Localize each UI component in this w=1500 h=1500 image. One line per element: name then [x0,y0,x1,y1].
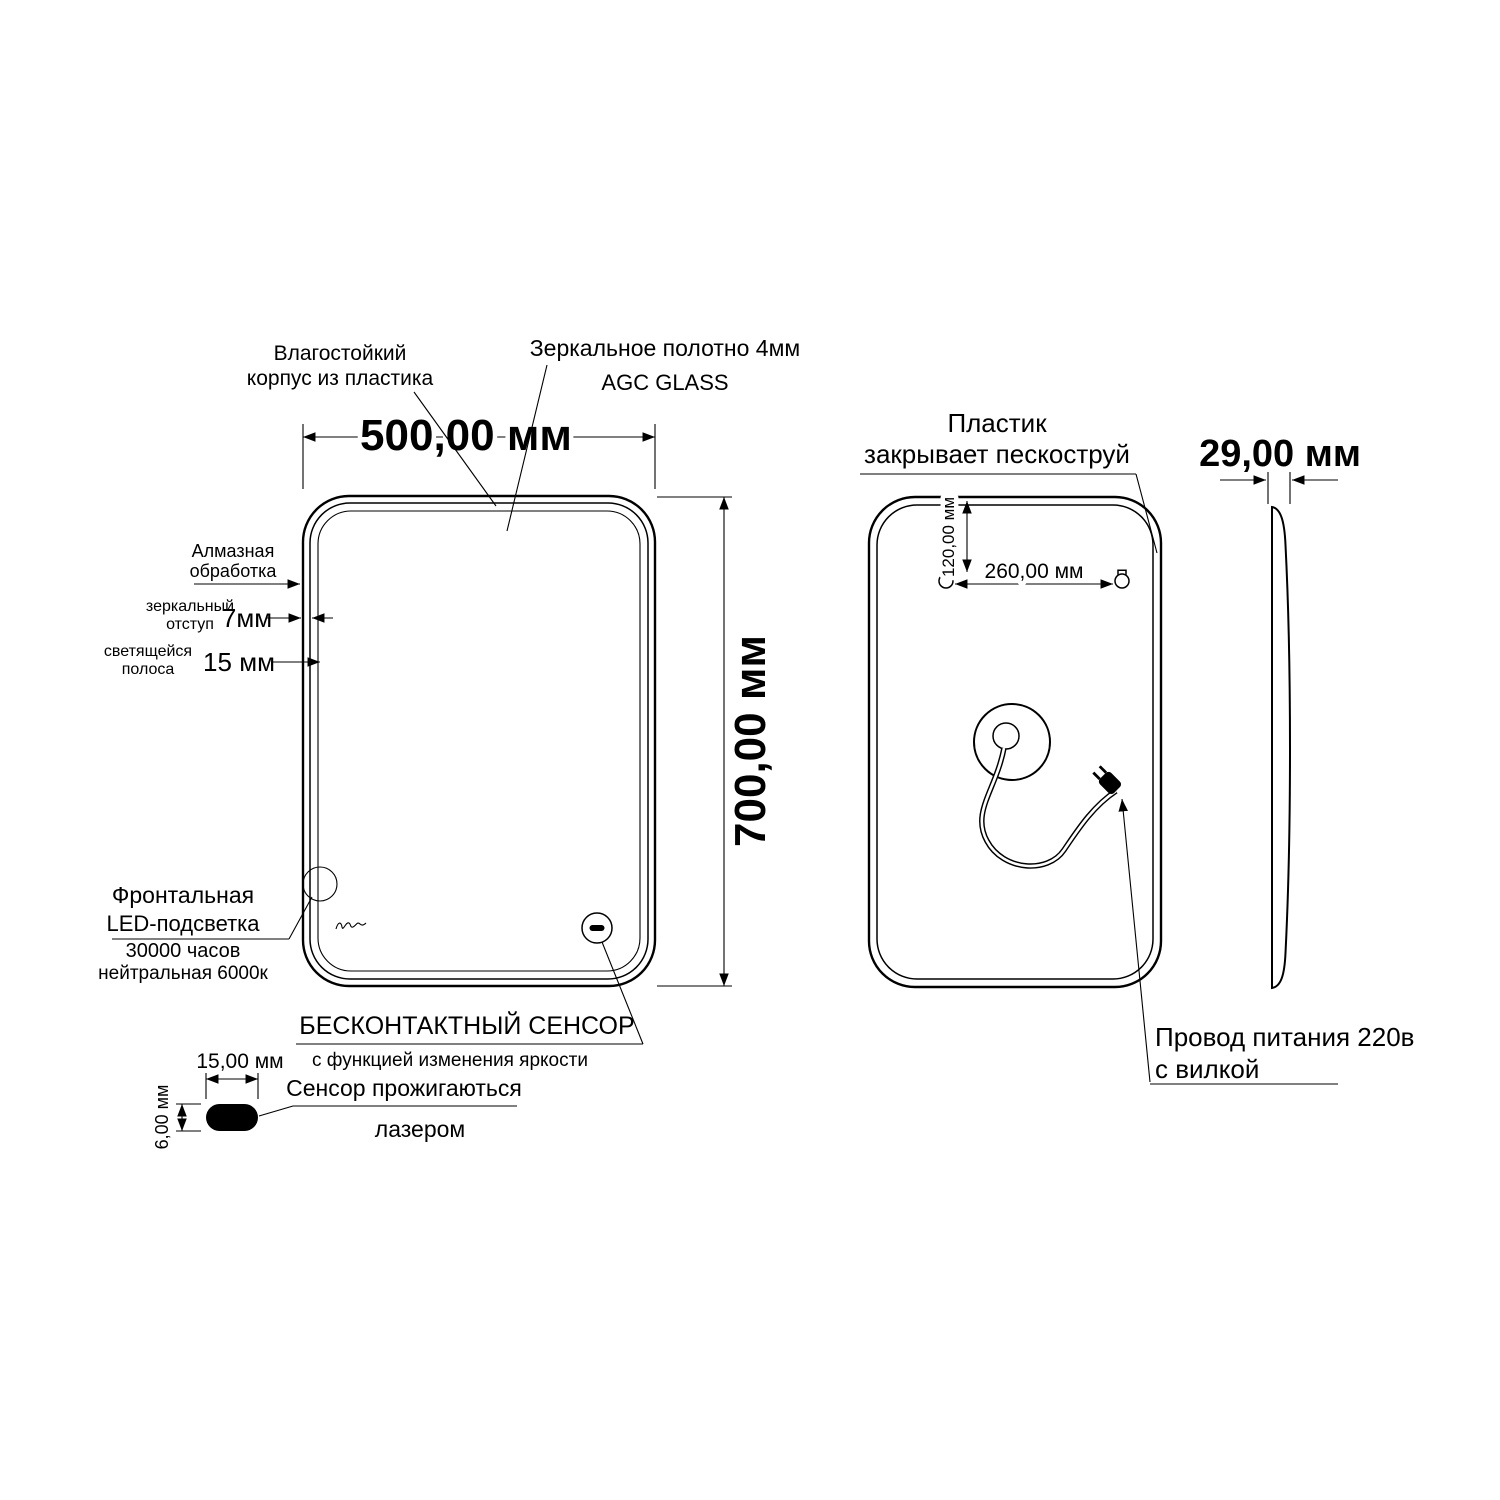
sensor-pill-shape [206,1104,258,1131]
power-cord-inner [980,747,1117,868]
front-height-dimension-text: 700,00 мм [726,635,775,847]
led-label-line3: 30000 часов [126,940,241,962]
back-panel-outline [867,495,1163,989]
sensor-label-leader [601,941,644,1045]
cord-label-leader [1118,798,1151,1083]
edge-label-line2: обработка [190,561,278,581]
power-plug-icon [1092,765,1121,794]
led-label-line4: нейтральная 6000к [98,963,268,984]
sensor-window-icon [589,925,605,931]
depth-dimension-text: 29,00 мм [1199,433,1361,475]
mounting-bracket-left [938,569,954,589]
strip-label-line2: полоса [122,661,175,678]
plastic-label-leader [1135,473,1158,554]
back-view: Пластик закрывает пескоструй 260,00 мм 1… [860,408,1414,1085]
cable-outlet-circle [973,703,1051,781]
sensor-label-line1: БЕСКОНТАКТНЫЙ СЕНСОР [299,1010,634,1040]
bracket-ring-icon [1114,573,1130,589]
front-mirror-frame-line [309,502,649,980]
bracket-offset-dimension-text: 120,00 мм [939,497,958,577]
sensor-circle [581,912,613,944]
sensor-label-line2: с функцией изменения яркости [312,1050,588,1071]
sensor-laser-label-line1: Сенсор прожигаються [286,1075,522,1101]
plastic-label-line1: Пластик [947,408,1047,438]
sensor-detail: 15,00 мм 6,00 мм Сенсор прожигаються лаз… [148,1046,522,1154]
cable-outlet-hole [992,722,1020,750]
edge-label-line1: Алмазная [192,541,275,561]
strip-label-line1: светящейся [104,643,192,660]
body-label-leader [413,391,497,507]
bracket-spacing-dimension-text: 260,00 мм [985,560,1084,583]
sensor-laser-leader [258,1105,294,1117]
plug-prong-top [1092,771,1101,781]
inset-label-line1: зеркальный [146,598,234,615]
plug-body [1098,771,1121,794]
plastic-label-line2: закрывает пескоструй [864,439,1130,469]
body-label-line2: корпус из пластика [247,367,434,390]
body-label-line1: Влагостойкий [274,342,407,365]
inset-label-line2: отступ [166,616,214,633]
front-led-strip-line [317,510,641,972]
cord-label-line2: с вилкой [1155,1054,1259,1084]
brand-signature [335,922,367,930]
led-callout-circle [302,866,338,902]
plug-prong-bottom [1098,765,1108,774]
bracket-tab-icon [1117,569,1127,575]
bracket-ring-icon [938,573,954,589]
sensor-laser-label-line2: лазером [375,1116,465,1142]
front-width-dimension-text: 500,00 мм [360,411,572,460]
sensor-height-dimension-text: 6,00 мм [152,1085,172,1150]
strip-value-text: 15 мм [203,647,275,677]
side-view: 29,00 мм [1195,429,1365,990]
glass-label-leader [506,364,548,532]
glass-label-line1: Зеркальное полотно 4мм [530,335,800,361]
back-panel-inner-line [876,504,1154,980]
led-label-line2: LED-подсветка [107,911,261,936]
sensor-width-dimension-text: 15,00 мм [196,1050,283,1073]
front-mirror-outline [301,494,657,988]
front-view: 500,00 мм 700,00 мм Влагостойкий корпус … [98,335,800,1071]
bracket-tab-icon [941,569,951,575]
mounting-bracket-right [1114,569,1130,589]
cord-label-line1: Провод питания 220в [1155,1022,1414,1052]
glass-label-line2: AGC GLASS [601,370,728,395]
inset-value-text: 7мм [222,603,272,633]
led-label-line1: Фронтальная [112,882,254,908]
side-profile-shape [1271,505,1291,990]
led-label-leader [288,896,313,940]
